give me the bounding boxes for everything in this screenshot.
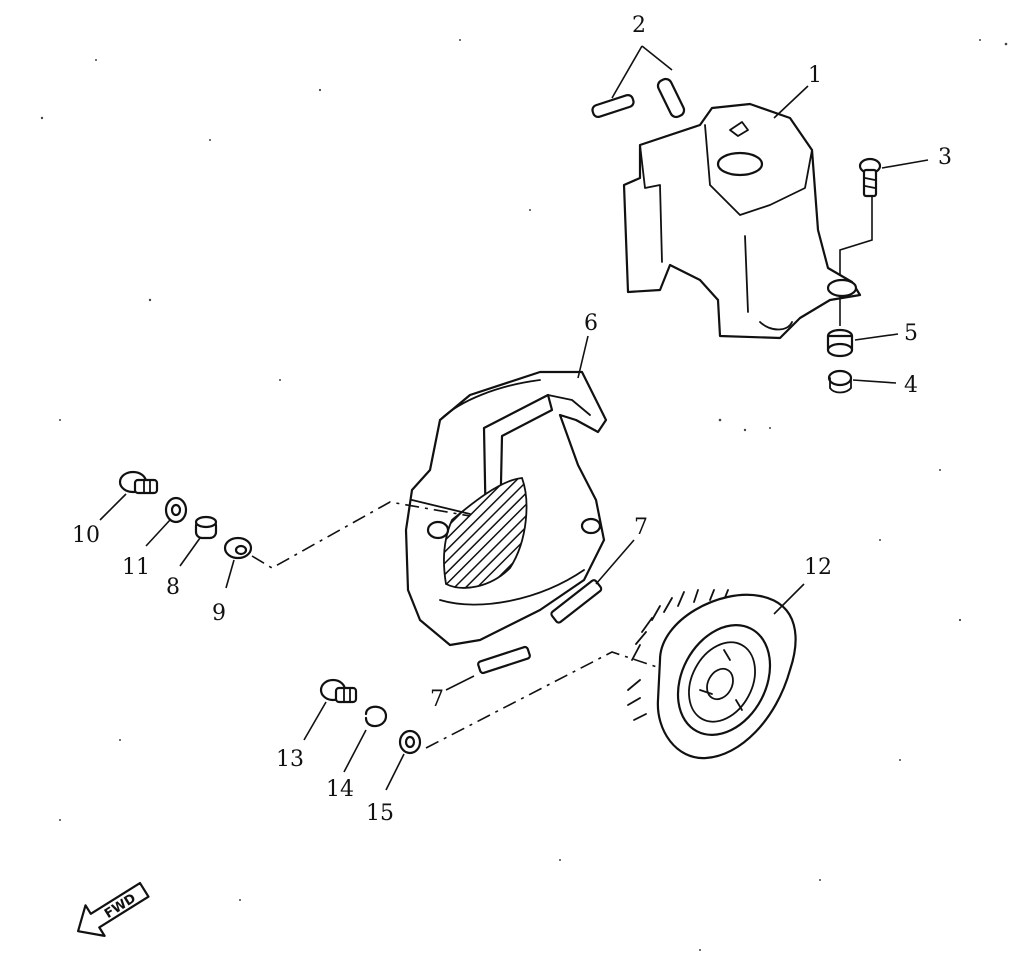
- fwd-arrow-icon: FWD: [76, 881, 150, 937]
- callout-3: 3: [938, 145, 952, 170]
- assembly-line-9: [251, 501, 471, 569]
- callout-8: 8: [166, 575, 180, 600]
- part-4-collar: [827, 369, 853, 394]
- callout-10: 10: [72, 523, 100, 548]
- callout-14: 14: [326, 777, 354, 802]
- part-7-key-lower: [477, 645, 531, 675]
- part-13-bolt: [319, 678, 358, 704]
- callout-numbers: 2 1 3 5 4 6 7 7 12 10 11 8 9 13 14 15: [72, 13, 952, 826]
- part-8-collar: [194, 515, 218, 540]
- part-7-key-upper: [550, 579, 603, 624]
- part-3-bolt: [839, 157, 882, 276]
- callout-1: 1: [808, 63, 822, 88]
- part-5-grommet: [826, 296, 854, 358]
- assembly-line-15: [425, 651, 661, 749]
- leader-lines: [99, 45, 929, 791]
- part-15-washer: [398, 729, 422, 755]
- part-2-pins: [591, 77, 686, 119]
- part-12-flywheel: [627, 589, 797, 760]
- callout-6: 6: [584, 311, 598, 336]
- callout-7-lower: 7: [430, 687, 444, 712]
- callout-15: 15: [366, 801, 394, 826]
- part-1-housing: [622, 102, 862, 340]
- callout-12: 12: [804, 555, 832, 580]
- part-11-washer: [164, 496, 188, 524]
- scan-noise: [40, 39, 1008, 951]
- callout-5: 5: [904, 321, 918, 346]
- part-14-lock-washer: [364, 705, 388, 728]
- callout-2: 2: [632, 13, 646, 38]
- callout-11: 11: [122, 555, 150, 580]
- callout-7-upper: 7: [634, 515, 648, 540]
- callout-13: 13: [276, 747, 304, 772]
- part-9-grommet: [223, 536, 253, 560]
- callout-4: 4: [904, 373, 918, 398]
- part-10-bolt: [118, 470, 159, 495]
- part-6-shroud: [404, 370, 608, 647]
- callout-9: 9: [212, 601, 226, 626]
